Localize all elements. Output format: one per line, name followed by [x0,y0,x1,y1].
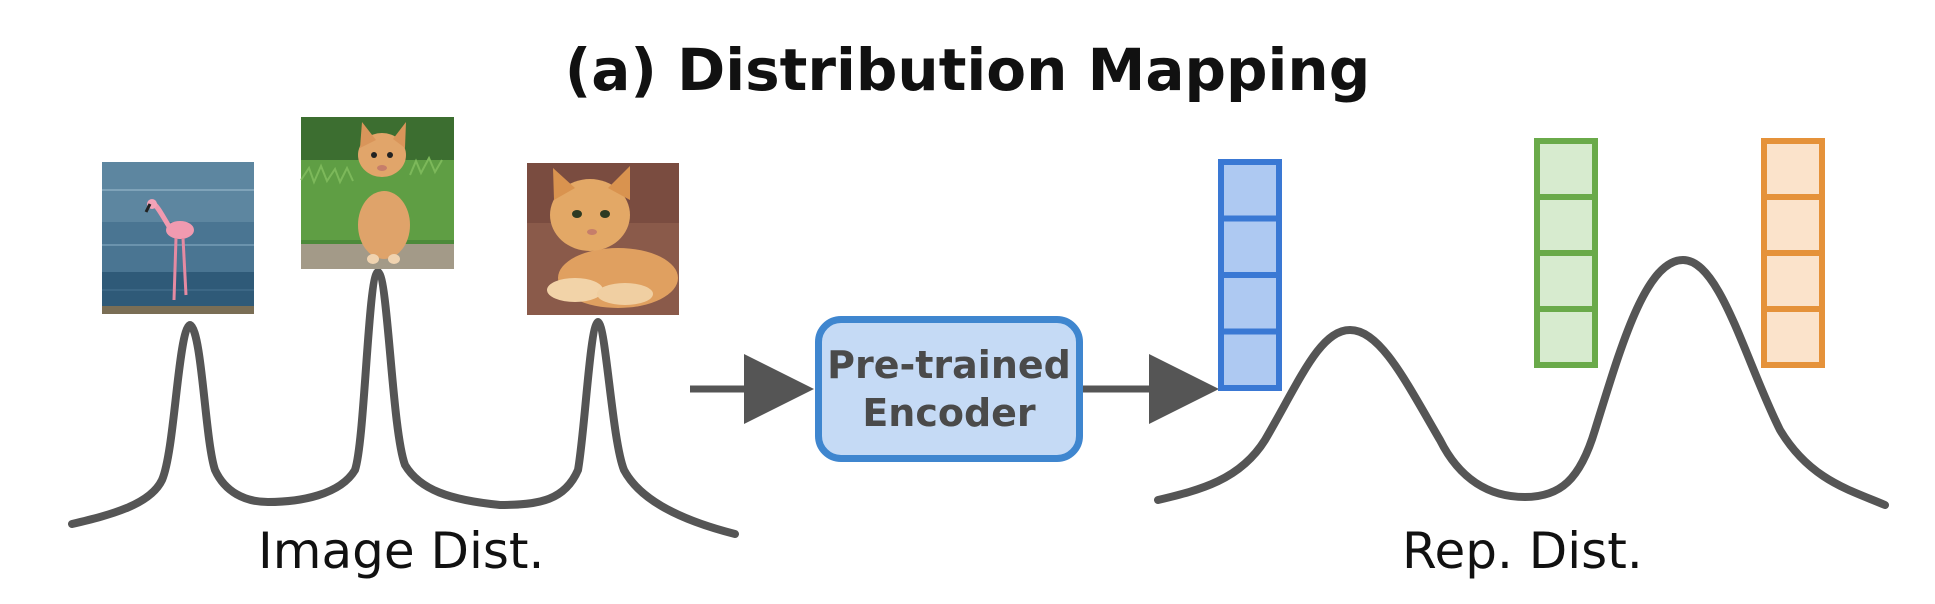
image-distribution-label: Image Dist. [258,522,545,580]
encoder-label-line2: Encoder [862,391,1036,435]
kitten-standing-image [300,117,454,269]
green-representation-vector [1534,138,1598,368]
representation-distribution-label: Rep. Dist. [1402,522,1643,580]
encoder-label-line1: Pre-trained [827,343,1071,387]
pretrained-encoder-box: Pre-trained Encoder [815,316,1083,462]
blue-representation-vector [1218,159,1282,391]
image-distribution-curve [68,268,739,538]
figure-title: (a) Distribution Mapping [564,36,1371,104]
representation-distribution-curve [1154,256,1889,509]
flamingo-image [102,162,254,314]
kitten-lying-image [527,163,679,315]
orange-representation-vector [1761,138,1825,368]
